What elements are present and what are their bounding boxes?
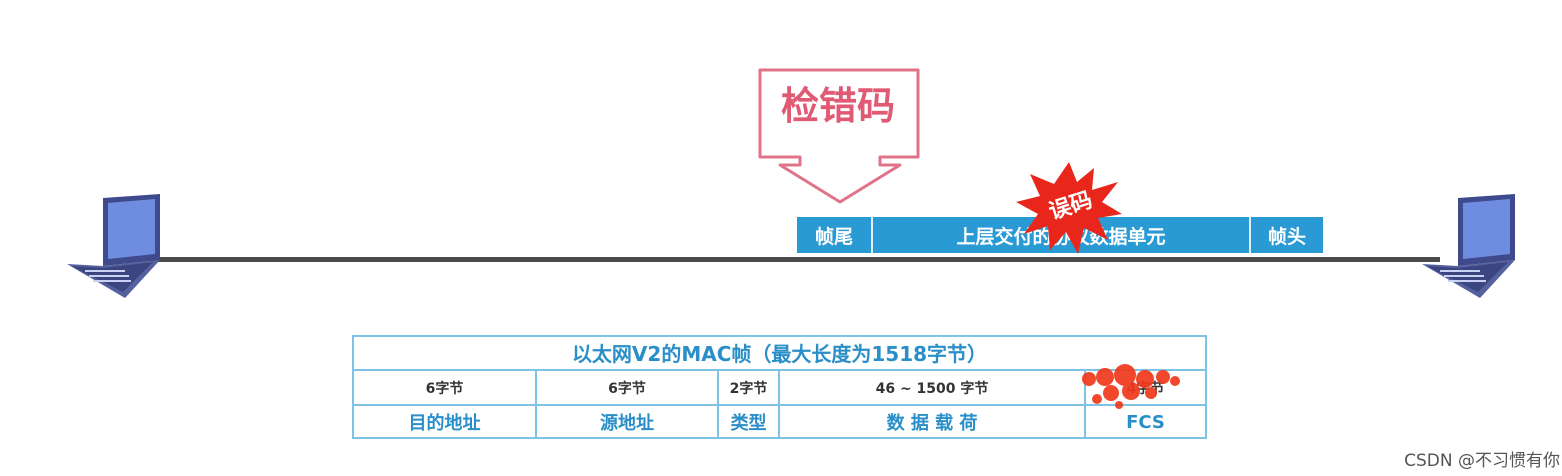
error-burst-icon bbox=[1016, 162, 1122, 254]
size-cell-src: 6字节 bbox=[608, 380, 646, 397]
frame-trailer-segment: 帧尾 bbox=[797, 217, 873, 253]
table-col-divider bbox=[717, 371, 719, 439]
field-payload: 数 据 载 荷 bbox=[886, 413, 978, 434]
link-line bbox=[150, 257, 1440, 262]
frame-header-segment: 帧头 bbox=[1251, 217, 1323, 253]
callout-label: 检错码 bbox=[780, 83, 895, 128]
field-src-address: 源地址 bbox=[600, 413, 654, 434]
laptop-icon bbox=[67, 194, 160, 298]
watermark: CSDN @不习惯有你 bbox=[1404, 451, 1560, 471]
size-cell-dest: 6字节 bbox=[425, 380, 464, 397]
size-cell-type: 2字节 bbox=[729, 380, 768, 397]
size-cell-payload: 46 ~ 1500 字节 bbox=[875, 380, 989, 397]
field-type: 类型 bbox=[730, 413, 767, 434]
field-dest-address: 目的地址 bbox=[408, 413, 481, 434]
error-scribble-icon bbox=[1082, 364, 1180, 409]
table-col-divider bbox=[778, 371, 780, 439]
mac-table-title: 以太网V2的MAC帧（最大长度为1518字节） bbox=[352, 335, 1207, 371]
callout-arrow bbox=[758, 68, 920, 204]
table-col-divider bbox=[535, 371, 537, 439]
field-fcs: FCS bbox=[1126, 411, 1165, 433]
table-col-divider bbox=[1084, 371, 1086, 439]
laptop-icon bbox=[1422, 194, 1515, 298]
